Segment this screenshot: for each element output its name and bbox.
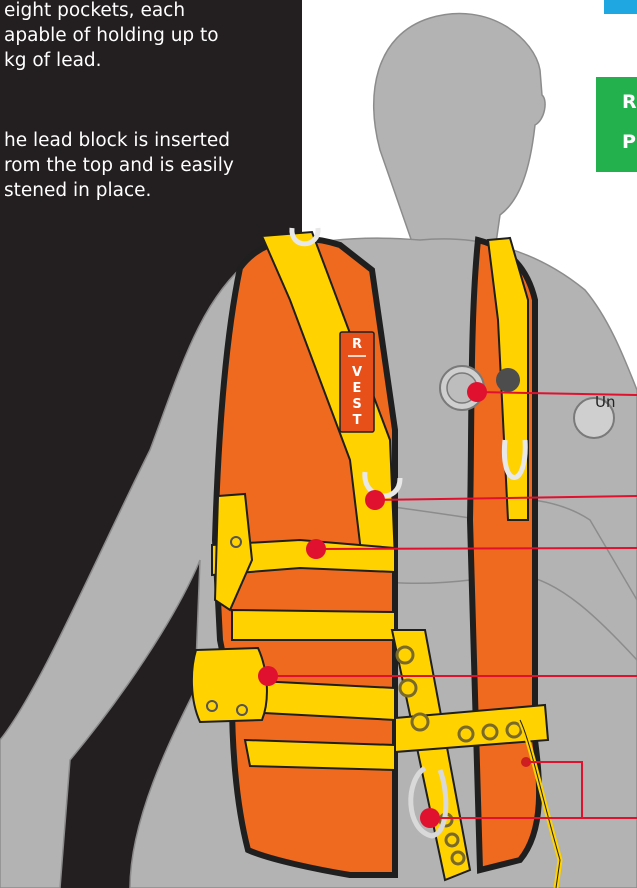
- weight-pocket: [192, 648, 267, 722]
- green-badge-letter-2: P: [622, 131, 636, 153]
- vest-logo-letter: S: [352, 397, 361, 412]
- callout-label-partial: Un: [595, 393, 616, 411]
- vest-logo-letter: V: [352, 365, 362, 380]
- vest-logo-letter: R: [352, 337, 362, 352]
- lanyard-callout: [420, 808, 440, 828]
- valve-callout: [467, 382, 487, 402]
- green-badge: R P: [596, 77, 637, 172]
- d-ring-callout: [365, 490, 385, 510]
- blue-badge: [604, 0, 637, 14]
- weight-pocket-callout: [258, 666, 278, 686]
- head: [374, 14, 545, 265]
- vest-logo-letter: E: [353, 381, 362, 396]
- vest-logo-letter: T: [353, 413, 362, 428]
- green-badge-letter-1: R: [622, 91, 637, 113]
- middle-weight-band: [232, 610, 395, 640]
- pocket-callout: [306, 539, 326, 559]
- pocket-callout-line: [316, 548, 637, 549]
- dark-button: [496, 368, 520, 392]
- bottom-weight-band: [245, 740, 395, 770]
